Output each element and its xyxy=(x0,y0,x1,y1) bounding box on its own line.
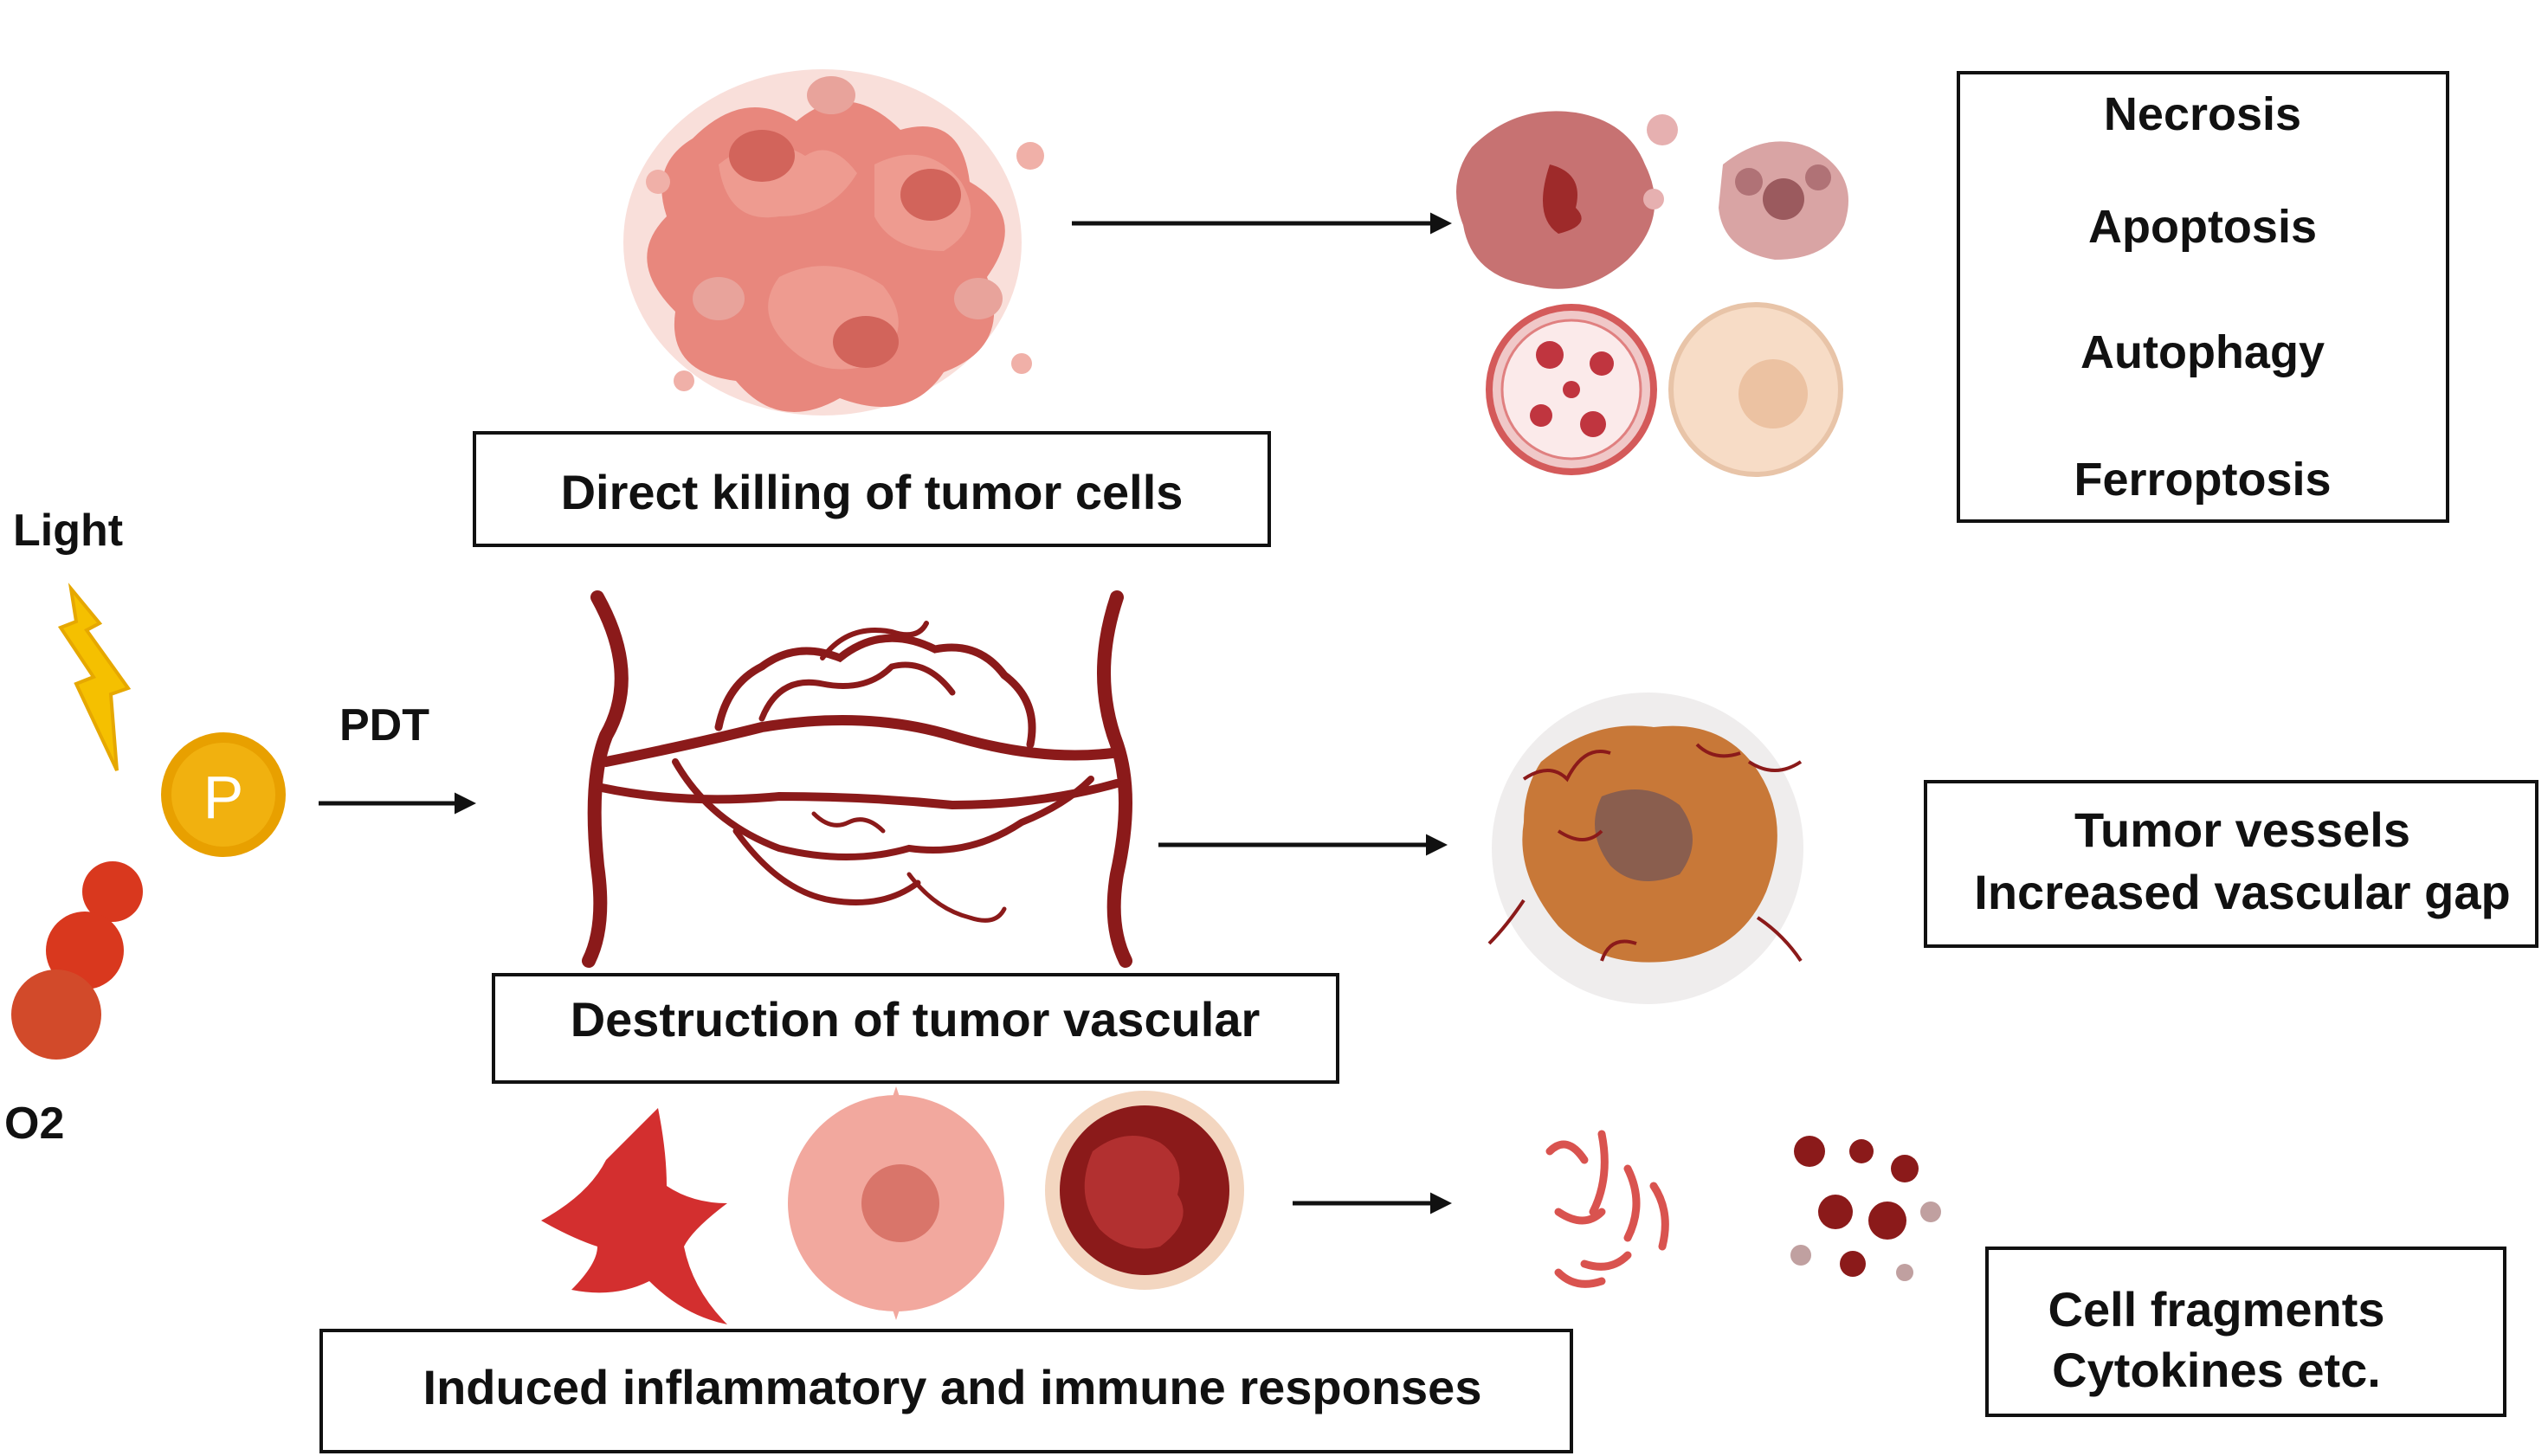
row3-outcomes-box xyxy=(1985,1247,2506,1417)
row1-outcome-4: Ferroptosis xyxy=(2074,454,2331,506)
oxygen-label: O2 xyxy=(4,1098,64,1149)
photosensitizer-icon: P xyxy=(161,732,286,857)
oxygen-icon xyxy=(11,861,143,1060)
light-label: Light xyxy=(13,506,123,556)
blood-vessel-network-icon xyxy=(582,590,1132,968)
tumor-cell-cluster-icon xyxy=(623,69,1044,416)
row3-outcome-1: Cell fragments xyxy=(2048,1282,2385,1337)
row1-label: Direct killing of tumor cells xyxy=(561,465,1184,519)
row1-outcome-3: Autophagy xyxy=(2080,326,2325,378)
row2-outcome-2: Increased vascular gap xyxy=(1974,865,2510,919)
row2-label: Destruction of tumor vascular xyxy=(571,992,1261,1047)
immune-cell-icon xyxy=(541,1086,1244,1324)
row2-outcome-1: Tumor vessels xyxy=(2074,802,2410,857)
row2-outcomes-box xyxy=(1924,780,2538,948)
row3-label: Induced inflammatory and immune response… xyxy=(423,1360,1482,1414)
row1-outcome-2: Apoptosis xyxy=(2088,201,2317,253)
row2-label-box xyxy=(492,973,1339,1084)
cell-death-icons xyxy=(1456,111,1848,477)
photosensitizer-symbol: P xyxy=(203,763,244,831)
row1-outcomes-box xyxy=(1957,71,2449,523)
lightning-icon xyxy=(57,583,132,771)
row1-outcome-1: Necrosis xyxy=(2104,88,2301,140)
pdt-label: PDT xyxy=(339,700,429,751)
row1-label-box xyxy=(473,431,1271,547)
cell-fragments-icon xyxy=(1545,1130,1669,1288)
cytokine-particles-icon xyxy=(1790,1136,1941,1281)
row3-label-box xyxy=(319,1329,1573,1453)
row3-outcome-2: Cytokines etc. xyxy=(2052,1343,2381,1397)
tumor-mass-icon xyxy=(1487,693,1803,1004)
